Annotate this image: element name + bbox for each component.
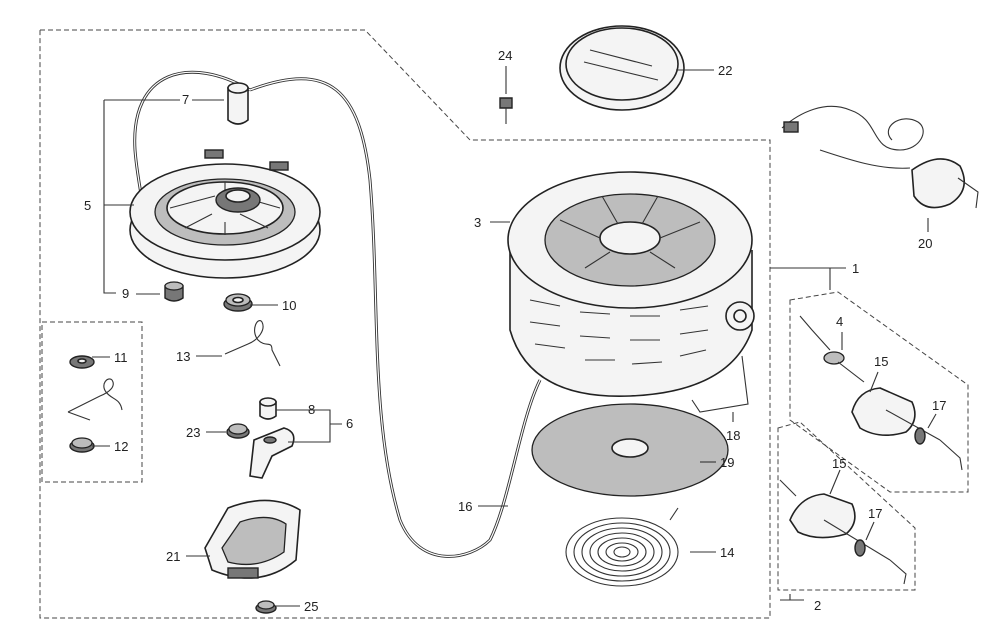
cap-icon bbox=[69, 437, 95, 453]
leader-lines bbox=[92, 66, 937, 607]
callout-14: 14 bbox=[720, 545, 734, 560]
nut-icon bbox=[223, 293, 253, 312]
callout-20: 20 bbox=[918, 236, 932, 251]
starter-case-icon bbox=[507, 171, 755, 397]
callout-9: 9 bbox=[122, 286, 129, 301]
ratchet-spring-icon bbox=[67, 378, 123, 421]
grommet-icon bbox=[799, 315, 845, 365]
callout-23: 23 bbox=[186, 425, 200, 440]
pin-icon bbox=[259, 397, 277, 420]
rope-guide-wire-icon bbox=[691, 355, 749, 413]
spiral-spring-icon bbox=[565, 507, 679, 587]
starter-rope bbox=[133, 70, 542, 558]
subassembly-box-1 bbox=[789, 291, 969, 493]
handle-lower-icon bbox=[779, 479, 907, 585]
callout-15a: 15 bbox=[874, 354, 888, 369]
spring-cover-icon bbox=[531, 403, 729, 497]
callout-22: 22 bbox=[718, 63, 732, 78]
rope-handle-icon bbox=[781, 105, 979, 209]
pulley-icon bbox=[129, 149, 321, 279]
ratchet-icon bbox=[249, 427, 295, 479]
callout-6: 6 bbox=[346, 416, 353, 431]
callout-17a: 17 bbox=[932, 398, 946, 413]
callout-8: 8 bbox=[308, 402, 315, 417]
callout-21: 21 bbox=[166, 549, 180, 564]
callout-1: 1 bbox=[852, 261, 859, 276]
starter-rope-highlight bbox=[134, 71, 541, 557]
callout-13: 13 bbox=[176, 349, 190, 364]
callout-25: 25 bbox=[304, 599, 318, 614]
callout-4: 4 bbox=[836, 314, 843, 329]
nut-bottom-icon bbox=[255, 600, 277, 614]
bolt-icon bbox=[499, 97, 513, 124]
callout-2: 2 bbox=[814, 598, 821, 613]
emblem-icon bbox=[559, 25, 685, 111]
callout-16: 16 bbox=[458, 499, 472, 514]
collar-icon bbox=[227, 82, 249, 125]
guide-icon bbox=[204, 499, 301, 579]
subassembly-box-2 bbox=[777, 421, 916, 591]
nut-small-icon bbox=[226, 423, 250, 439]
callout-19: 19 bbox=[720, 455, 734, 470]
callout-24: 24 bbox=[498, 48, 512, 63]
callout-10: 10 bbox=[282, 298, 296, 313]
callout-7: 7 bbox=[182, 92, 189, 107]
handle-upper-icon bbox=[837, 361, 963, 471]
callout-3: 3 bbox=[474, 215, 481, 230]
spring-icon bbox=[224, 320, 281, 367]
callout-11: 11 bbox=[114, 350, 128, 365]
callout-15b: 15 bbox=[832, 456, 846, 471]
set-screw-icon bbox=[164, 281, 184, 302]
callout-17b: 17 bbox=[868, 506, 882, 521]
callout-12: 12 bbox=[114, 439, 128, 454]
callout-5: 5 bbox=[84, 198, 91, 213]
callout-18: 18 bbox=[726, 428, 740, 443]
washer-icon bbox=[69, 355, 95, 369]
subassembly-box-11-12 bbox=[41, 321, 143, 483]
assembly-outline bbox=[39, 29, 771, 619]
